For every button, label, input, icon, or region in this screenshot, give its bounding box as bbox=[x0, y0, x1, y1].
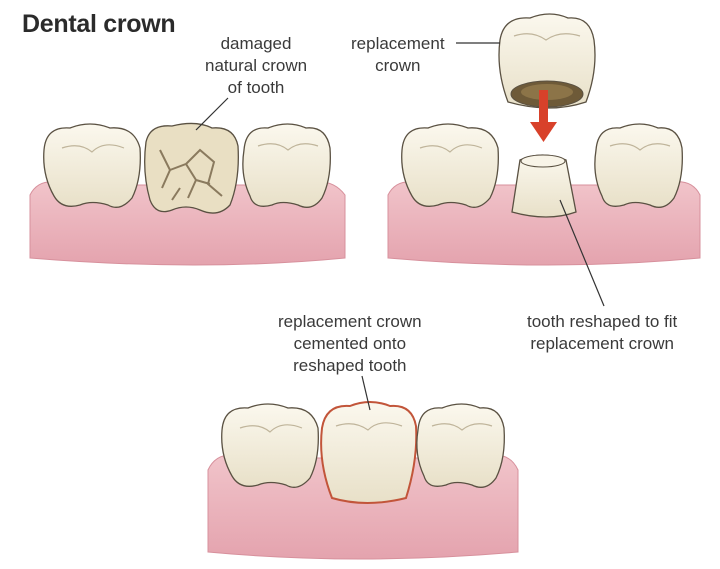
panel-reshaped-tooth bbox=[388, 14, 700, 306]
panel-cemented-crown bbox=[208, 376, 518, 559]
molar-left bbox=[44, 124, 141, 207]
molar-left bbox=[222, 404, 319, 487]
cemented-crown bbox=[321, 402, 416, 503]
molar-right bbox=[595, 124, 682, 207]
panel-damaged-tooth bbox=[30, 98, 345, 265]
molar-left bbox=[402, 124, 499, 207]
molar-right bbox=[243, 124, 330, 207]
damaged-tooth bbox=[145, 123, 239, 213]
molar-right bbox=[417, 404, 504, 487]
leader-damaged bbox=[196, 98, 228, 130]
